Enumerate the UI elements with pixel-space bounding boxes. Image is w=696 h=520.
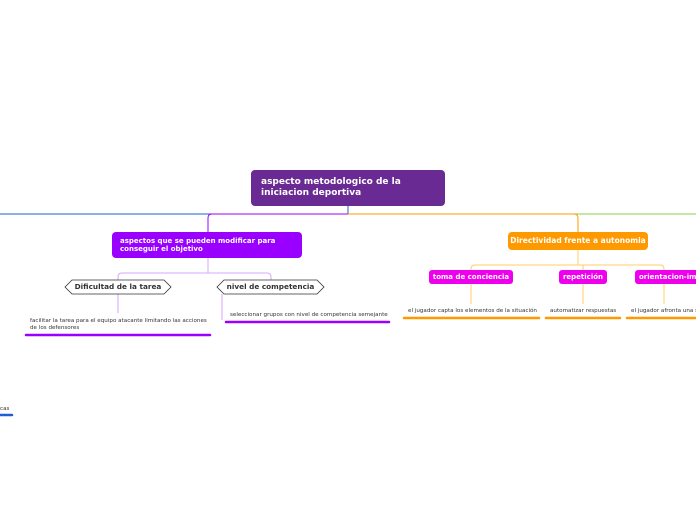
leaf-orientacion[interactable]: el jugador afronta una s <box>631 308 696 314</box>
subtopic-nivel-competencia[interactable]: nivel de competencia <box>226 282 315 291</box>
leaf-nivel-competencia[interactable]: seleccionar grupos con nivel de competen… <box>230 312 388 318</box>
main-topic-left-label: aspectos que se pueden modificar para co… <box>120 237 276 253</box>
main-topic-left[interactable]: aspectos que se pueden modificar para co… <box>112 232 302 258</box>
leaf-repeticion[interactable]: automatizar respuestas <box>550 308 617 314</box>
root-topic-label: aspecto metodologico de la iniciacion de… <box>261 177 401 198</box>
leaf-offscreen[interactable]: cas <box>0 406 10 412</box>
subtopic-orientacion[interactable]: orientacion-im <box>635 270 696 284</box>
subtopic-dificultad[interactable]: Dificultad de la tarea <box>74 282 162 291</box>
subtopic-repeticion[interactable]: repetición <box>559 270 607 284</box>
leaf-dificultad[interactable]: facilitar la tarea para el equipo atacan… <box>30 318 207 331</box>
main-topic-right-label: Directividad frente a autonomia <box>510 236 646 245</box>
main-topic-right[interactable]: Directividad frente a autonomia <box>508 232 648 250</box>
root-topic[interactable]: aspecto metodologico de la iniciacion de… <box>251 170 445 206</box>
subtopic-toma-conciencia[interactable]: toma de conciencia <box>429 270 513 284</box>
leaf-toma-conciencia[interactable]: el jugador capta los elementos de la sit… <box>408 308 537 314</box>
